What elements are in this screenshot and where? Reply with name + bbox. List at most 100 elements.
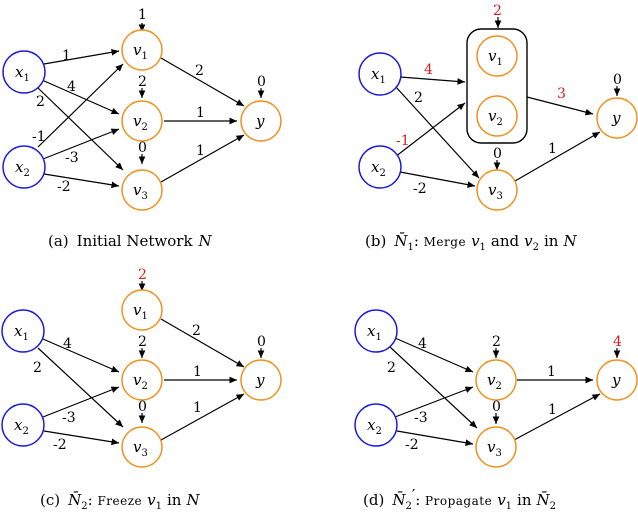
edge-a-v1-y	[160, 57, 245, 107]
weight-d-x1-v3: 2	[387, 360, 396, 376]
panel-b: x1 x2 v1 v2 v3 y 2 0 0 4 2 -1 -2 3 1 (b)…	[358, 3, 638, 253]
merge-box	[466, 28, 528, 144]
weight-c-x1-v2: 4	[63, 336, 72, 352]
bias-d-v3: 0	[492, 399, 501, 415]
weight-a-x1-v3: 2	[36, 94, 45, 110]
edge-d-x1-v2	[394, 337, 474, 373]
edge-b-x1-v3	[394, 85, 480, 179]
edge-c-x2-v2	[42, 386, 120, 418]
node-c-y	[240, 359, 282, 401]
label-a-x1: x1	[15, 63, 30, 84]
node-a-y	[240, 100, 282, 142]
weight-b-v3-y: 1	[548, 141, 557, 157]
label-b-y: y	[611, 109, 621, 127]
weight-a-x2-v1: -1	[32, 129, 46, 145]
bias-b-y: 0	[613, 72, 622, 88]
weight-c-v2-y: 1	[193, 364, 202, 380]
label-a-v3: v3	[133, 181, 148, 202]
node-b-v3	[476, 169, 518, 211]
bias-a-v1: 1	[138, 7, 147, 23]
bias-a-v2: 2	[138, 74, 147, 90]
edge-b-x2-merge	[394, 102, 466, 158]
edge-a-x2-v2	[42, 128, 120, 160]
edge-a-x1-v2	[41, 79, 120, 115]
weight-c-x2-v2: -3	[62, 410, 76, 426]
label-d-v2: v2	[487, 371, 502, 392]
bias-a-v3: 0	[138, 140, 147, 156]
label-b-v2: v2	[488, 107, 503, 128]
edge-d-v3-y	[513, 393, 601, 441]
bias-c-v1: 2	[138, 267, 147, 283]
label-d-y: y	[611, 371, 621, 389]
node-b-v1	[476, 35, 518, 77]
label-d-v3: v3	[487, 438, 502, 459]
weight-c-x1-v3: 2	[33, 360, 42, 376]
weight-a-x1-v2: 4	[67, 79, 76, 95]
label-d-x2: x2	[367, 416, 382, 437]
node-b-y	[596, 97, 638, 139]
edge-c-x1-v3	[37, 347, 124, 428]
label-a-y: y	[255, 112, 265, 130]
panel-a: x1 x2 v1 v2 v3 y 1 2 0 0 1 4 2 -1 -3 -2 …	[2, 7, 282, 250]
node-a-x1	[2, 50, 46, 94]
label-c-x2: x2	[14, 416, 29, 437]
weight-a-v3-y: 1	[196, 143, 205, 159]
label-c-y: y	[255, 371, 265, 389]
edge-c-x1-v2	[42, 338, 120, 373]
weight-a-x1-v1: 1	[62, 48, 71, 64]
edge-a-v3-y	[160, 134, 245, 183]
weight-b-x2-merge: -1	[396, 133, 410, 149]
edge-d-x2-v2	[394, 386, 474, 418]
label-b-x2: x2	[371, 158, 386, 179]
node-b-x1	[358, 52, 402, 96]
bias-b-merge: 2	[493, 3, 502, 19]
weight-b-x1-merge: 4	[424, 62, 433, 78]
panel-d: x1 x2 v2 v3 y 2 0 4 4 2 -3 -2 1 1 (d)N̄2…	[354, 309, 638, 512]
weight-a-x2-v3: -2	[57, 179, 71, 195]
edge-c-v1-y	[160, 318, 245, 368]
edge-a-x2-v3	[43, 173, 120, 189]
weight-b-x1-v3: 2	[414, 90, 423, 106]
label-a-v1: v1	[133, 41, 148, 62]
label-c-v1: v1	[133, 301, 148, 322]
node-c-x2	[1, 403, 45, 447]
bias-c-v3: 0	[138, 399, 147, 415]
label-c-v2: v2	[133, 371, 148, 392]
node-d-x1	[354, 309, 398, 353]
label-b-v1: v1	[488, 47, 503, 68]
node-d-v2	[475, 359, 517, 401]
node-c-x1	[1, 309, 45, 353]
weight-a-v2-y: 1	[196, 105, 205, 121]
node-c-v1	[121, 289, 163, 331]
label-d-x1: x1	[367, 322, 382, 343]
edge-c-x2-v3	[43, 430, 120, 446]
edge-a-x1-v1	[43, 48, 120, 65]
weight-d-v2-y: 1	[547, 364, 556, 380]
bias-a-y: 0	[257, 74, 266, 90]
bias-d-y: 4	[613, 334, 622, 350]
weight-d-x1-v2: 4	[418, 336, 427, 352]
edge-d-x1-v3	[389, 346, 478, 429]
bias-d-v2: 2	[492, 334, 501, 350]
label-c-v3: v3	[133, 438, 148, 459]
weight-d-v3-y: 1	[548, 402, 557, 418]
edge-d-x2-v3	[396, 430, 474, 447]
bias-c-y: 0	[257, 334, 266, 350]
label-a-v2: v2	[133, 112, 148, 133]
node-c-v2	[121, 359, 163, 401]
bias-b-v3: 0	[493, 146, 502, 162]
panel-c: x1 x2 v1 v2 v3 y 2 2 0 0 4 2 -3 -2 2 1 1…	[1, 267, 282, 512]
weight-d-x2-v3: -2	[405, 437, 419, 453]
edge-b-x2-v3	[399, 171, 476, 188]
node-a-v2	[121, 100, 163, 142]
node-d-x2	[354, 403, 398, 447]
node-a-v3	[121, 169, 163, 211]
weight-a-v1-y: 2	[195, 63, 204, 79]
weight-a-x2-v2: -3	[65, 150, 79, 166]
node-b-v2	[476, 95, 518, 137]
label-c-x1: x1	[14, 322, 29, 343]
